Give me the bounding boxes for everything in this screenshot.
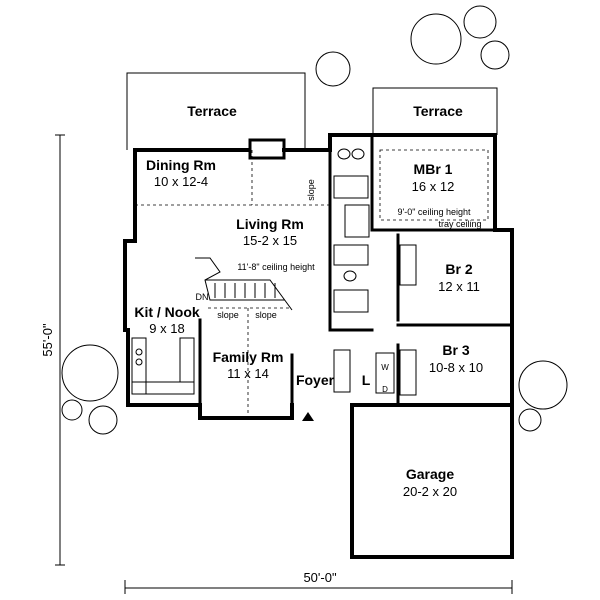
width-dimension: 50'-0": [303, 570, 337, 585]
fireplace: [248, 138, 286, 160]
br2-size: 12 x 11: [438, 279, 480, 294]
dashed-boundaries: [135, 149, 489, 415]
garage-name: Garage: [406, 466, 454, 482]
terrace-right: [372, 87, 498, 135]
terrace-left: [126, 72, 306, 150]
terrace-right-label: Terrace: [413, 103, 463, 119]
mbr1-size: 16 x 12: [412, 179, 455, 194]
depth-dimension: 55'-0": [40, 323, 55, 357]
mbr-ceiling-note: 9'-0" ceiling height: [398, 207, 471, 217]
terrace-left-label: Terrace: [187, 103, 237, 119]
tray-ceiling-note: tray ceiling: [438, 219, 481, 229]
kitchen-counters: [131, 337, 195, 395]
family-room-size: 11 x 14: [227, 366, 269, 381]
washer-label: W: [381, 363, 389, 372]
interior-walls: [126, 133, 514, 407]
family-slope-left: slope: [217, 310, 239, 320]
laundry-label: L: [362, 372, 371, 388]
entry-marker: [302, 412, 314, 421]
trees: [61, 5, 568, 435]
staircase: [195, 257, 293, 311]
br3-name: Br 3: [442, 342, 469, 358]
closets: [333, 204, 417, 396]
family-room-name: Family Rm: [213, 349, 284, 365]
foyer-label: Foyer: [296, 372, 335, 388]
living-ceiling-note: 11'-8" ceiling height: [237, 262, 315, 272]
living-room-size: 15-2 x 15: [243, 233, 297, 248]
bath-fixtures: [333, 148, 369, 313]
dryer-label: D: [382, 385, 388, 394]
br2-name: Br 2: [445, 261, 472, 277]
family-slope-right: slope: [255, 310, 277, 320]
stair-down-label: DN: [196, 292, 209, 302]
kitchen-size: 9 x 18: [149, 321, 184, 336]
dining-room-name: Dining Rm: [146, 157, 216, 173]
mbr1-name: MBr 1: [414, 161, 453, 177]
garage-size: 20-2 x 20: [403, 484, 457, 499]
dining-room-size: 10 x 12-4: [154, 174, 208, 189]
kitchen-name: Kit / Nook: [134, 304, 200, 320]
living-slope-note: slope: [306, 179, 316, 201]
br3-size: 10-8 x 10: [429, 360, 483, 375]
dimension-lines: [55, 134, 513, 594]
living-room-name: Living Rm: [236, 216, 304, 232]
